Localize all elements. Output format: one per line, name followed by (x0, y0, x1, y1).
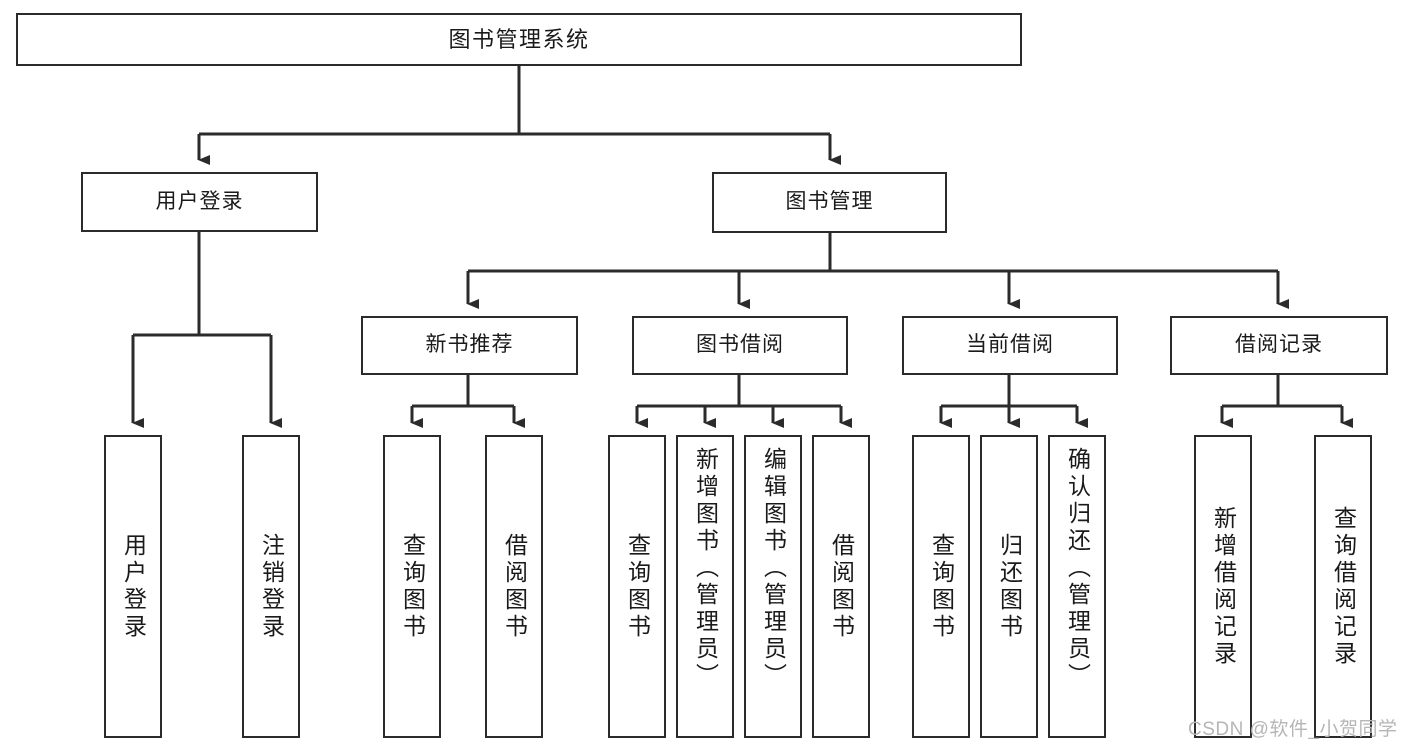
node-label: 借阅记录 (1235, 333, 1323, 357)
node-label: 新增图书（管理员） (692, 447, 719, 690)
node-label: 用户登录 (155, 189, 244, 213)
node-label: 归还图书 (996, 532, 1023, 641)
leaf-query-book-borrow[interactable]: 查询图书 (608, 435, 666, 738)
leaf-add-book-admin[interactable]: 新增图书（管理员） (676, 435, 734, 738)
node-label: 图书借阅 (696, 333, 784, 357)
node-label: 图书管理系统 (448, 26, 590, 52)
leaf-query-book-recommend[interactable]: 查询图书 (383, 435, 441, 738)
leaf-return-book[interactable]: 归还图书 (980, 435, 1038, 738)
node-label: 借阅图书 (828, 532, 855, 641)
node-borrow-record[interactable]: 借阅记录 (1170, 316, 1388, 375)
node-label: 查询图书 (399, 532, 426, 641)
node-user-login[interactable]: 用户登录 (81, 172, 318, 232)
node-label: 查询借阅记录 (1330, 505, 1357, 668)
node-label: 查询图书 (624, 532, 651, 641)
node-current-borrow[interactable]: 当前借阅 (902, 316, 1118, 375)
node-book-management[interactable]: 图书管理 (712, 172, 947, 233)
node-label: 当前借阅 (966, 333, 1054, 357)
leaf-query-book-current[interactable]: 查询图书 (912, 435, 970, 738)
node-label: 借阅图书 (501, 532, 528, 641)
node-label: 查询图书 (928, 532, 955, 641)
leaf-edit-book-admin[interactable]: 编辑图书（管理员） (744, 435, 802, 738)
node-label: 编辑图书（管理员） (760, 447, 787, 690)
leaf-confirm-return-admin[interactable]: 确认归还（管理员） (1048, 435, 1106, 738)
node-label: 图书管理 (785, 190, 874, 214)
node-new-book-recommend[interactable]: 新书推荐 (361, 316, 578, 375)
node-root-system[interactable]: 图书管理系统 (16, 13, 1022, 66)
leaf-logout[interactable]: 注销登录 (242, 435, 300, 738)
leaf-user-login[interactable]: 用户登录 (104, 435, 162, 738)
leaf-query-borrow-record[interactable]: 查询借阅记录 (1314, 435, 1372, 738)
leaf-borrow-book[interactable]: 借阅图书 (812, 435, 870, 738)
node-label: 注销登录 (258, 532, 285, 641)
node-label: 确认归还（管理员） (1064, 447, 1091, 690)
watermark: CSDN @软件_小贺同学 (1188, 719, 1398, 740)
node-label: 新书推荐 (425, 333, 514, 357)
node-label: 用户登录 (120, 532, 147, 641)
node-book-borrow[interactable]: 图书借阅 (632, 316, 848, 375)
node-label: 新增借阅记录 (1210, 505, 1237, 668)
leaf-borrow-book-recommend[interactable]: 借阅图书 (485, 435, 543, 738)
leaf-add-borrow-record[interactable]: 新增借阅记录 (1194, 435, 1252, 738)
